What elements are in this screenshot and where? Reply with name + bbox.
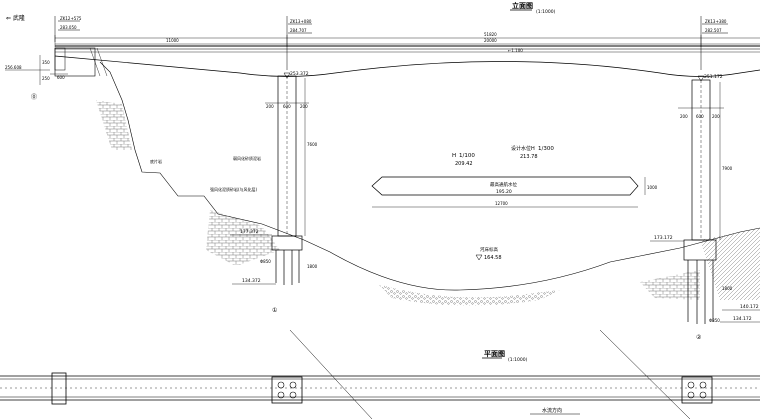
riverbed-value: 164.58	[484, 255, 502, 261]
riverbed-label: 河床标高	[480, 246, 498, 253]
pier-1-lower: 1800	[307, 264, 318, 269]
pier-1: 200 600 200 7600 1800 253.372 177.372 13…	[230, 71, 318, 314]
abutment-dim-c: 250	[42, 76, 50, 81]
pier-2-col-left: 200	[680, 114, 688, 119]
pier-2: 200 600 200 7900 1800 251.172 173.172 14…	[650, 74, 760, 341]
low-water-scale: 1/100	[459, 153, 475, 159]
pier-1-bottom-elev: 134.372	[242, 278, 261, 284]
elevation-title-scale: (1:1000)	[536, 9, 556, 15]
water-levels: H 1/100 209.42 设计水位H 1/300 213.78 最高通航水位…	[371, 145, 658, 261]
pier-1-top-elev: 253.372	[290, 71, 309, 77]
deck-grade: ←1.100	[508, 48, 523, 53]
low-water-value: 209.42	[455, 161, 473, 167]
pier-2-no: ②	[696, 334, 702, 341]
design-flood-scale: 1/300	[538, 146, 554, 152]
plan-title: 平面图 (1:1000)	[289, 329, 691, 419]
geology-label-3: 强风化泥质砂岩(与风化层)	[210, 186, 258, 192]
pier-2-top-elev: 251.172	[704, 74, 723, 80]
pier-1-height: 7600	[307, 142, 318, 147]
abutment-dim-b: 350	[42, 60, 50, 65]
pier-2-station: ZK13+380	[705, 19, 727, 24]
pier-2-station-elev: 282.507	[705, 28, 722, 33]
direction-label: ⇐ 武隆	[6, 14, 25, 22]
elevation-title: 立面图 (1:1000)	[510, 1, 556, 15]
design-flood-value: 213.78	[520, 154, 538, 160]
navigation-value: 195.20	[496, 189, 512, 195]
span-left: 11000	[166, 38, 179, 43]
pier-1-station-elev: 284.707	[290, 28, 307, 33]
geology-label-2: 弱风化砂质泥岩	[233, 155, 261, 161]
low-water-label: H	[452, 153, 456, 159]
pier-2-right-elev: 140.172	[740, 304, 759, 310]
nav-box-height: 1000	[647, 185, 658, 190]
design-flood-label: 设计水位H	[511, 145, 535, 152]
pier-1-col-mid: 600	[283, 104, 291, 109]
station-callout-pier-1: ZK13+080 284.707	[286, 16, 312, 70]
pier-2-col-right: 200	[712, 114, 720, 119]
left-abutment: 350 250 600 256.608 ⓪	[5, 47, 108, 101]
span-main: 20000	[484, 38, 497, 43]
pier-1-pile-dia: Φ850	[260, 259, 271, 264]
pier-2-bottom-elev: 134.172	[733, 316, 752, 322]
pier-1-station: ZK13+080	[290, 19, 312, 24]
span-total: 51820	[484, 32, 497, 37]
pier-1-col-left: 200	[266, 104, 274, 109]
pier-1-col-right: 200	[300, 104, 308, 109]
pier-2-col-mid: 600	[696, 114, 704, 119]
pier-2-cap-elev: 173.172	[654, 235, 673, 241]
pier-2-height: 7900	[722, 166, 733, 171]
pier-2-lower: 1800	[722, 286, 733, 291]
plan-view: 水流方向	[0, 372, 760, 415]
ground-profile: 底片岩 弱风化砂质泥岩 强风化泥质砂岩(与风化层)	[96, 61, 760, 306]
pier-2-pile-dia: Φ850	[709, 318, 720, 323]
abutment-no: ⓪	[31, 93, 37, 101]
plan-title-scale: (1:1000)	[508, 357, 528, 363]
pier-1-no: ①	[272, 307, 277, 314]
plan-title-text: 平面图	[484, 349, 505, 358]
pier-1-cap-elev: 177.372	[240, 229, 259, 235]
flow-label: 水流方向	[542, 407, 562, 414]
nav-box-width: 12700	[495, 201, 508, 206]
elevation-title-text: 立面图	[512, 1, 533, 10]
bridge-deck: ←1.100	[54, 45, 760, 77]
abutment-station: ZK12+575	[60, 16, 82, 21]
geology-label-1: 底片岩	[150, 158, 162, 164]
station-callout-pier-2: ZK13+380 282.507	[700, 16, 728, 70]
navigation-label: 最高通航水位	[490, 181, 517, 188]
span-dimensions: 51820 11000 20000	[54, 32, 760, 47]
abutment-dim-a: 600	[57, 75, 65, 80]
abutment-station-elev: 283.050	[60, 25, 77, 30]
abutment-elev: 256.608	[5, 65, 22, 70]
